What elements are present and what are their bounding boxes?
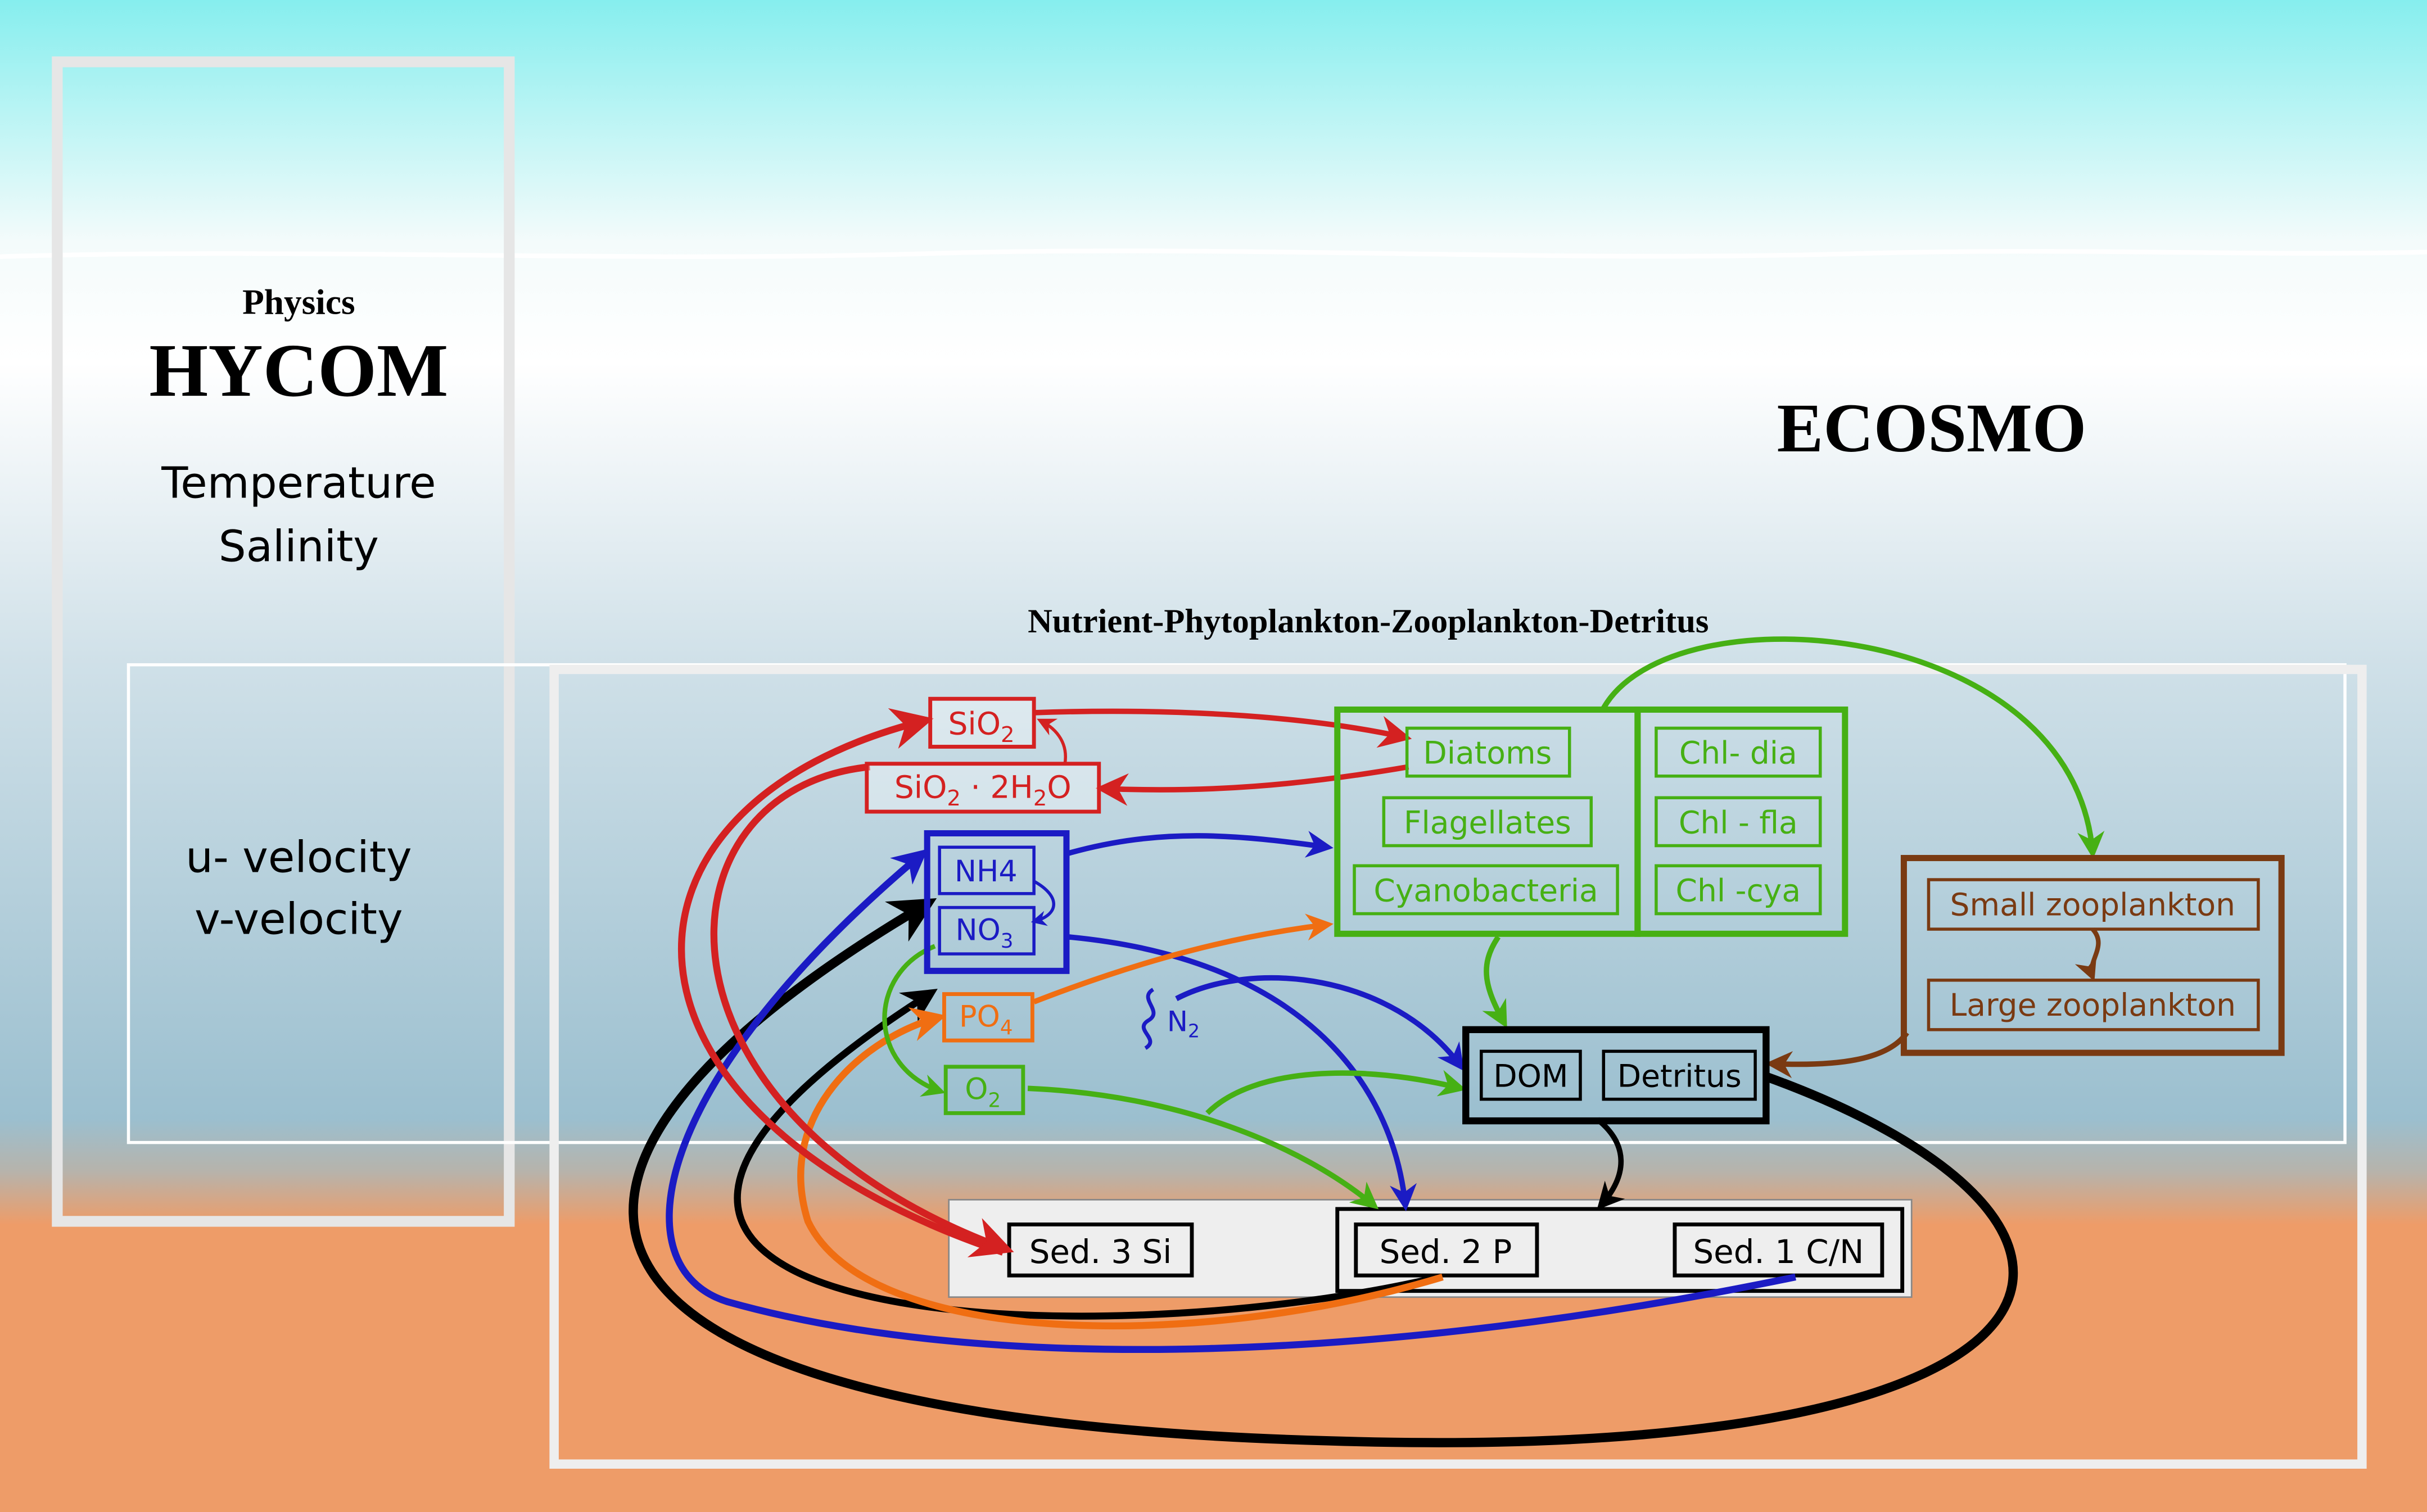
zooplankton-frame bbox=[1900, 855, 2285, 1056]
detritus-frame bbox=[1462, 1026, 1770, 1125]
sed-1-cn-box: Sed. 1 C/N bbox=[1673, 1222, 1884, 1278]
chl-cya-box: Chl -cya bbox=[1655, 864, 1822, 916]
arrow-no3-to-sed2 bbox=[1068, 934, 1417, 1211]
sed-2-p-box: Sed. 2 P bbox=[1354, 1222, 1539, 1278]
arrow-sio2-2h2o-to-sio2 bbox=[1037, 718, 1067, 764]
cyanobacteria-box: Cyanobacteria bbox=[1353, 864, 1619, 916]
arrow-chlorophyll-to-zooplankton bbox=[1601, 636, 2105, 859]
arrow-sediment-to-po4-orange bbox=[797, 1007, 1444, 1330]
po4-label: PO4 bbox=[959, 999, 1013, 1039]
dom-box: DOM bbox=[1480, 1049, 1582, 1101]
v-velocity-label: v-velocity bbox=[195, 894, 403, 944]
flagellates-label: Flagellates bbox=[1404, 805, 1571, 841]
no3-box: NO3 bbox=[938, 906, 1036, 956]
arrow-nh4-to-no3 bbox=[1031, 880, 1055, 926]
sio2-2h2o-box: SiO2 · 2H2O bbox=[865, 762, 1101, 814]
arrow-sediment-to-po4-black bbox=[734, 989, 1440, 1320]
hycom-frame bbox=[52, 56, 515, 1227]
arrow-small-to-large-zoo bbox=[2075, 927, 2101, 981]
u-velocity-label: u- velocity bbox=[186, 832, 412, 882]
flagellates-box: Flagellates bbox=[1382, 796, 1593, 848]
po4-box: PO4 bbox=[942, 992, 1034, 1043]
arrow-sed3-to-sio2 bbox=[678, 708, 1005, 1256]
sea-surface-line bbox=[0, 248, 2427, 259]
chl-dia-box: Chl- dia bbox=[1655, 726, 1822, 778]
ecosmo-frame bbox=[549, 664, 2367, 1469]
small-zooplankton-box: Small zooplankton bbox=[1927, 878, 2260, 931]
sed-3-si-label: Sed. 3 Si bbox=[1029, 1233, 1172, 1271]
chl-fla-label: Chl - fla bbox=[1679, 805, 1798, 841]
detritus-label: Detritus bbox=[1617, 1058, 1742, 1094]
arrow-no3-to-o2-green bbox=[882, 944, 946, 1097]
salinity-label: Salinity bbox=[219, 521, 379, 572]
chl-dia-label: Chl- dia bbox=[1679, 735, 1797, 771]
npzd-subtitle: Nutrient-Phytoplankton-Zooplankton-Detri… bbox=[1028, 603, 1709, 640]
cyanobacteria-label: Cyanobacteria bbox=[1373, 873, 1598, 909]
ecosmo-title: ECOSMO bbox=[1777, 390, 2087, 467]
large-zooplankton-box: Large zooplankton bbox=[1927, 979, 2260, 1031]
dom-label: DOM bbox=[1493, 1058, 1568, 1094]
nh4-box: NH4 bbox=[938, 845, 1036, 895]
arrow-o2-to-detritus bbox=[1205, 1070, 1467, 1115]
arrow-diatoms-to-sio2-2h2o bbox=[1095, 764, 1409, 806]
sio2-label: SiO2 bbox=[948, 706, 1014, 748]
n2-squiggle-icon bbox=[1141, 988, 1156, 1050]
nh4-label: NH4 bbox=[955, 854, 1018, 889]
arrow-o2-to-sed2 bbox=[1027, 1085, 1379, 1210]
arrow-nh4-to-phytoplankton bbox=[1067, 831, 1334, 858]
o2-label: O2 bbox=[965, 1072, 1001, 1112]
arrow-n2-to-dom bbox=[1175, 975, 1465, 1071]
arrow-zooplankton-to-detritus bbox=[1765, 1031, 1909, 1079]
no3-label: NO3 bbox=[955, 913, 1013, 953]
sed-2-p-label: Sed. 2 P bbox=[1380, 1233, 1512, 1271]
nitrogen-group-frame bbox=[924, 830, 1070, 974]
o2-box: O2 bbox=[943, 1065, 1025, 1115]
sed-1-cn-label: Sed. 1 C/N bbox=[1693, 1233, 1864, 1271]
arrow-po4-to-phytoplankton bbox=[1033, 913, 1334, 1004]
physics-heading: Physics bbox=[242, 282, 355, 322]
hycom-title: HYCOM bbox=[149, 329, 448, 413]
chlorophyll-frame bbox=[1634, 706, 1849, 937]
arrow-phytoplankton-to-dom bbox=[1482, 935, 1507, 1029]
arrow-sio2-to-diatoms bbox=[1033, 708, 1412, 748]
large-zooplankton-label: Large zooplankton bbox=[1950, 987, 2236, 1023]
n2-fixation: N2 bbox=[1141, 988, 1200, 1050]
diatoms-label: Diatoms bbox=[1423, 735, 1552, 771]
small-zooplankton-label: Small zooplankton bbox=[1950, 886, 2235, 922]
n2-label: N2 bbox=[1167, 1006, 1200, 1042]
temperature-label: Temperature bbox=[161, 458, 436, 509]
arrow-detritus-to-sediment bbox=[1596, 1117, 1625, 1210]
arrow-detritus-to-nh4-loop bbox=[629, 898, 2018, 1447]
chl-fla-box: Chl - fla bbox=[1655, 796, 1822, 848]
arrow-sio2-2h2o-to-sed3 bbox=[710, 763, 1014, 1257]
chl-cya-label: Chl -cya bbox=[1676, 873, 1801, 909]
arrow-sediment-to-nh4-blue bbox=[666, 849, 1796, 1353]
sio2-box: SiO2 bbox=[928, 696, 1036, 749]
sio2-2h2o-label: SiO2 · 2H2O bbox=[894, 769, 1072, 811]
detritus-box: Detritus bbox=[1602, 1049, 1757, 1101]
diatoms-box: Diatoms bbox=[1405, 726, 1571, 778]
